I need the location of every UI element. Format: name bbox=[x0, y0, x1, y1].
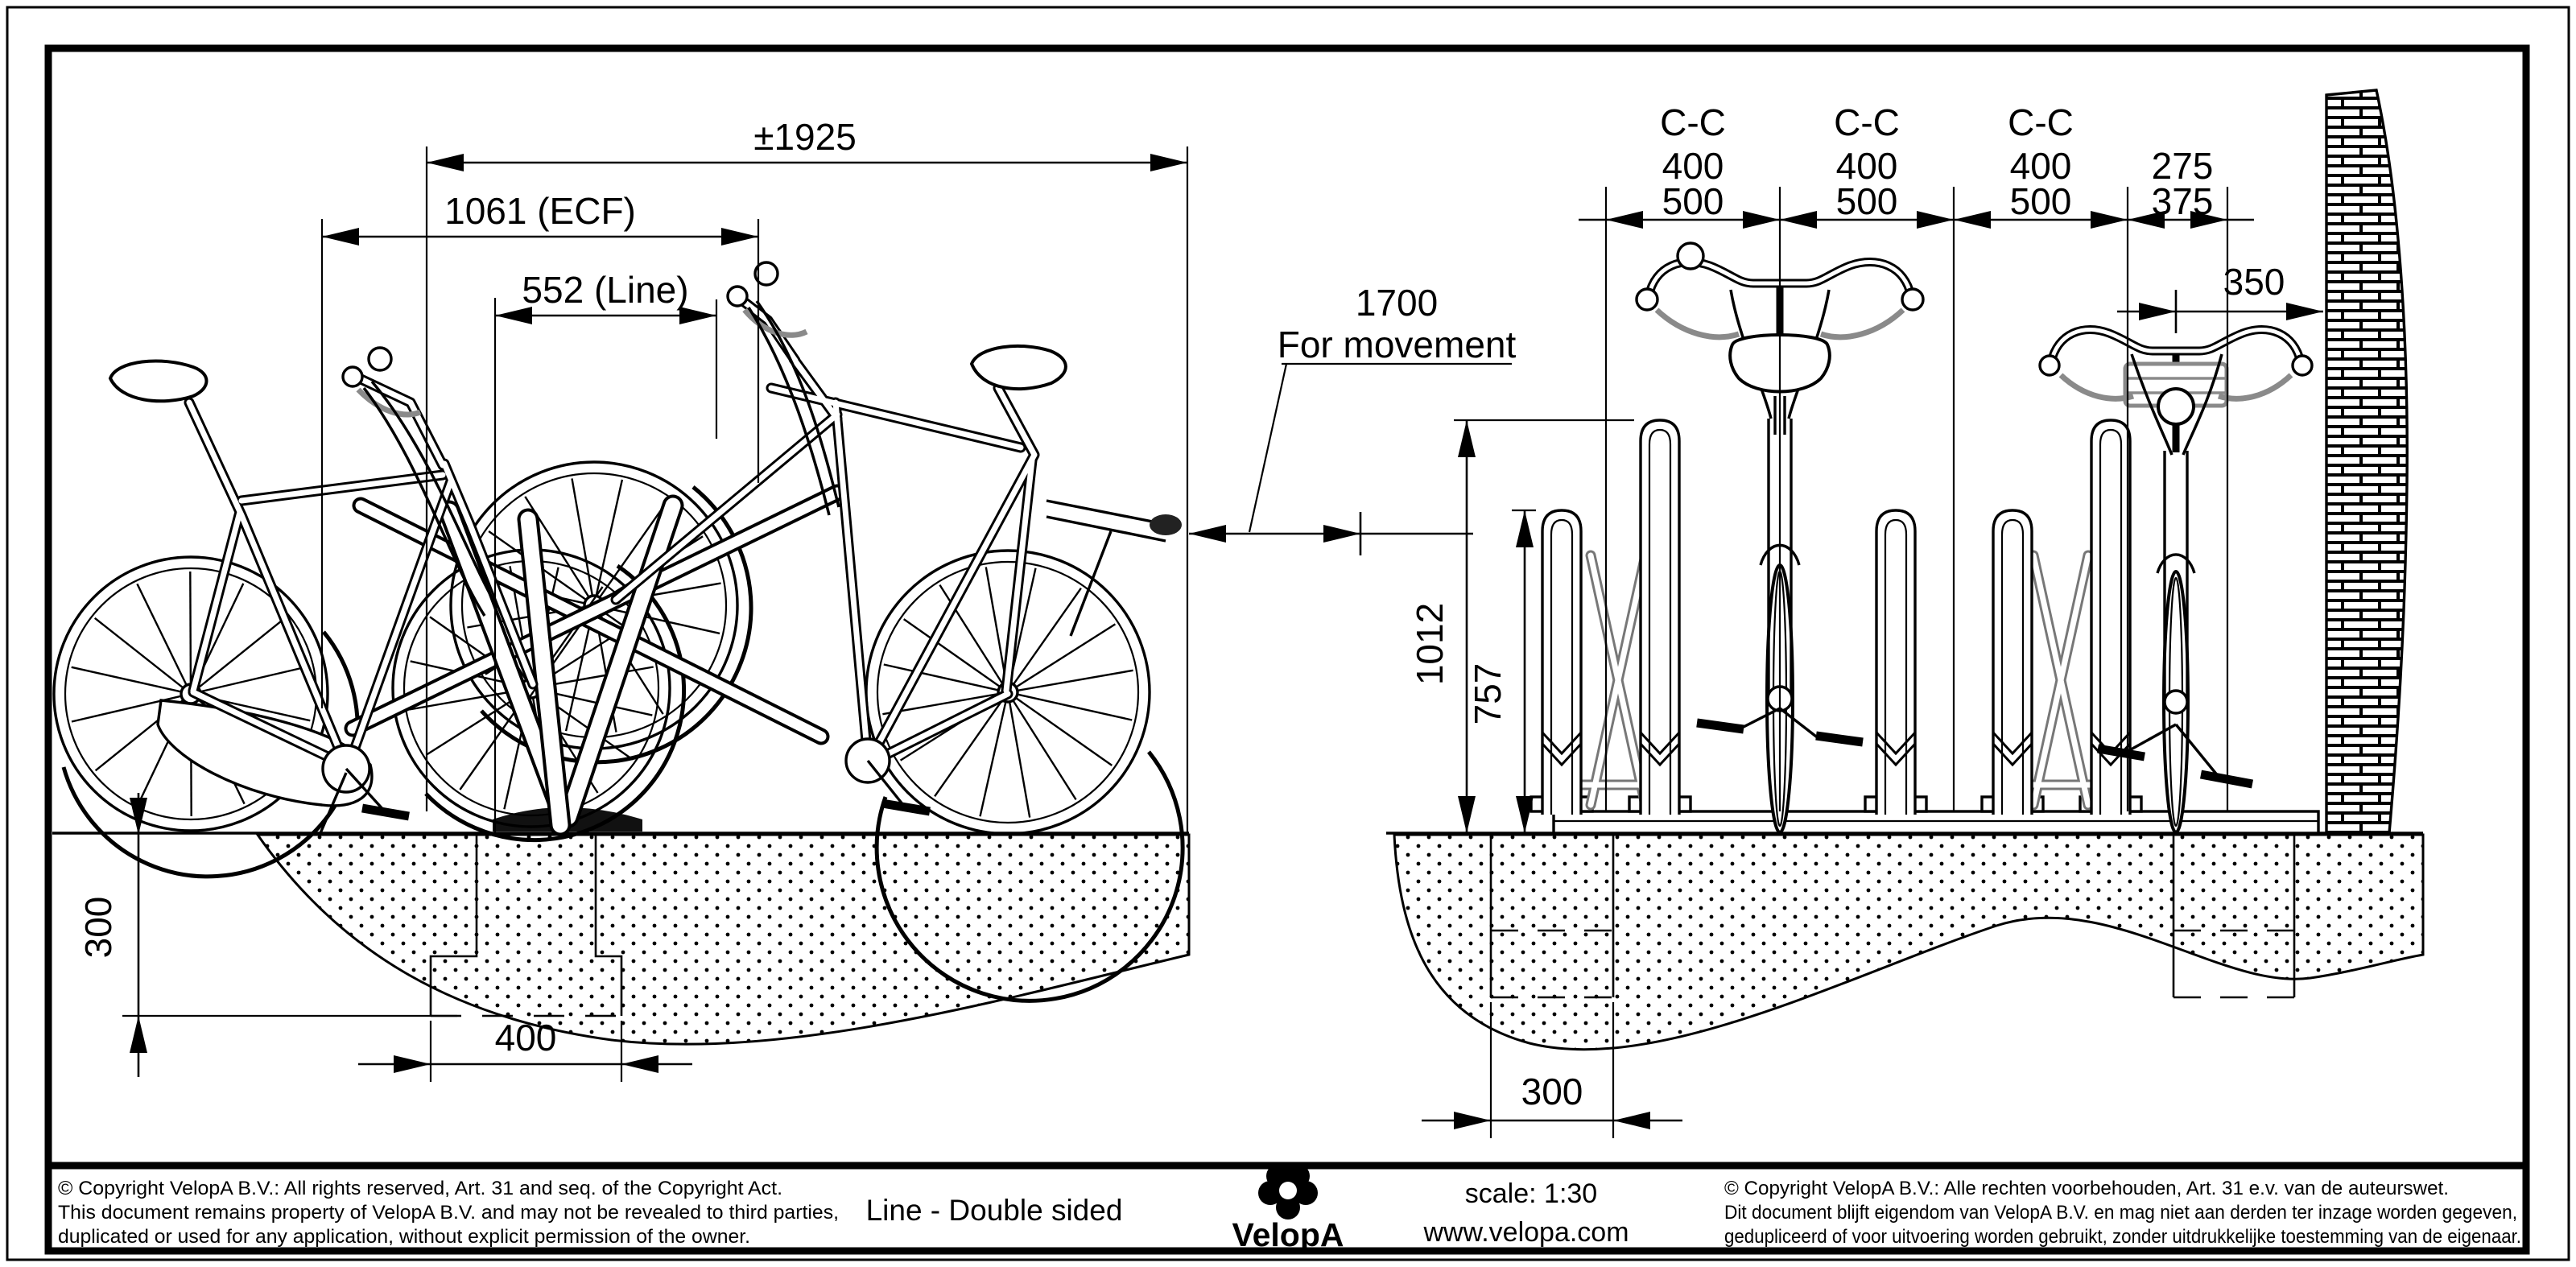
cc-top-2: 400 bbox=[1836, 145, 1898, 187]
dim-foundation-width: 300 bbox=[1521, 1071, 1583, 1112]
dim-movement-label: For movement bbox=[1278, 324, 1517, 365]
cc-bottom-3: 500 bbox=[2010, 180, 2072, 222]
dim-wall-clearance: 350 bbox=[2223, 261, 2285, 303]
handlebar-grip bbox=[1901, 287, 1925, 312]
rear-fender-left bbox=[61, 630, 360, 879]
end-bottom: 375 bbox=[2152, 180, 2214, 222]
dim-total: ±1925 bbox=[753, 116, 857, 158]
ground-soil bbox=[1386, 832, 2425, 1051]
handlebar-grip bbox=[1635, 287, 1659, 312]
front-view-dimensions: C-C 400 500 C-C 400 500 C-C 400 500 275 … bbox=[1409, 101, 2323, 1138]
frame-borders bbox=[6, 6, 2570, 1261]
end-top: 275 bbox=[2152, 145, 2214, 187]
bicycle-front-2 bbox=[2038, 325, 2314, 834]
drawing-title: Line - Double sided bbox=[866, 1194, 1123, 1227]
copyright-nl-line2: Dit document blijft eigendom van VelopA … bbox=[1724, 1202, 2517, 1224]
dim-depth: 300 bbox=[77, 897, 119, 959]
copyright-nl-line3: gedupliceerd of voor uitvoering worden g… bbox=[1724, 1226, 2521, 1248]
ground-soil bbox=[52, 832, 1191, 1046]
chain-case bbox=[156, 699, 374, 807]
foundation-block bbox=[429, 835, 623, 1017]
saddle bbox=[108, 359, 208, 403]
cc-top-3: 400 bbox=[2010, 145, 2072, 187]
bell bbox=[367, 346, 393, 372]
copyright-nl-line1: © Copyright VelopA B.V.: Alle rechten vo… bbox=[1724, 1178, 2449, 1199]
cc-label-2: C-C bbox=[1834, 101, 1900, 143]
handlebar-grip bbox=[726, 285, 749, 307]
dim-movement-value: 1700 bbox=[1356, 282, 1438, 324]
side-view-dimensions: ±1925 1061 (ECF) 552 (Line) 1700 For mov… bbox=[77, 116, 1516, 1082]
bike-rack bbox=[344, 484, 846, 836]
scale-label: scale: 1:30 bbox=[1465, 1178, 1597, 1209]
rear-carrier bbox=[1046, 499, 1170, 637]
bell bbox=[753, 261, 779, 287]
handlebar-grip bbox=[341, 365, 364, 388]
copyright-en-line1: © Copyright VelopA B.V.: All rights rese… bbox=[58, 1178, 782, 1199]
taillight bbox=[1150, 514, 1182, 535]
dim-ecf: 1061 (ECF) bbox=[444, 190, 636, 232]
foundation-blocks bbox=[1489, 835, 2296, 999]
velopa-logo-icon bbox=[1258, 1164, 1318, 1220]
saddle bbox=[969, 344, 1067, 391]
dim-foundation-width: 400 bbox=[495, 1017, 557, 1059]
rear-fender-right bbox=[874, 750, 1185, 1003]
dim-height-short: 757 bbox=[1467, 663, 1509, 725]
website[interactable]: www.velopa.com bbox=[1422, 1217, 1629, 1248]
pedal bbox=[881, 799, 931, 816]
bicycle-left bbox=[108, 346, 539, 834]
copyright-en-line3: duplicated or used for any application, … bbox=[58, 1226, 750, 1248]
dim-height-tall: 1012 bbox=[1409, 603, 1451, 685]
brick-wall bbox=[2325, 89, 2409, 835]
side-view: ±1925 1061 (ECF) 552 (Line) 1700 For mov… bbox=[52, 116, 1516, 1082]
cc-label-1: C-C bbox=[1660, 101, 1726, 143]
bell bbox=[1676, 241, 1705, 270]
copyright-en-line2: This document remains property of VelopA… bbox=[58, 1202, 839, 1224]
brake-levers bbox=[2058, 373, 2293, 402]
bicycle-right bbox=[610, 261, 1182, 816]
handlebar-grip bbox=[2038, 354, 2061, 377]
handlebar-grip bbox=[2291, 354, 2314, 377]
brake-lever bbox=[356, 387, 422, 418]
cc-bottom-1: 500 bbox=[1662, 180, 1724, 222]
front-view: C-C 400 500 C-C 400 500 C-C 400 500 275 … bbox=[1386, 89, 2425, 1138]
head-tube bbox=[2157, 387, 2195, 426]
cc-bottom-2: 500 bbox=[1836, 180, 1898, 222]
front-fender-a bbox=[424, 563, 687, 843]
cc-label-3: C-C bbox=[2008, 101, 2074, 143]
brake-levers bbox=[1654, 307, 1905, 340]
title-block: © Copyright VelopA B.V.: All rights rese… bbox=[58, 1164, 2521, 1253]
dim-line: 552 (Line) bbox=[522, 269, 688, 311]
pedal bbox=[361, 803, 410, 821]
brand-name: VelopA bbox=[1232, 1216, 1344, 1253]
cc-top-1: 400 bbox=[1662, 145, 1724, 187]
